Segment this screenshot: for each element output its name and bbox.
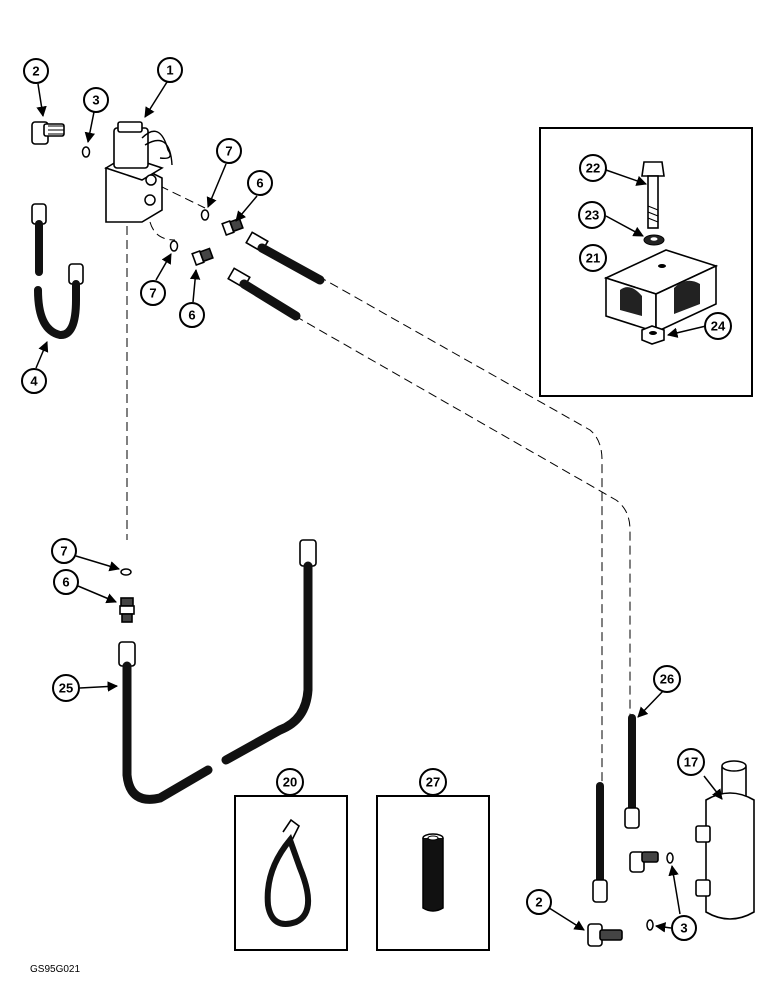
callout-26: 26 [653, 665, 681, 693]
callout-label: 27 [426, 775, 440, 790]
callout-6-valve-a: 6 [247, 170, 273, 196]
callout-7-lower: 7 [51, 538, 77, 564]
callout-label: 21 [586, 251, 600, 266]
callout-label: 7 [149, 286, 156, 301]
callout-25: 25 [52, 674, 80, 702]
callout-label: 2 [32, 64, 39, 79]
valve-hoses [227, 231, 325, 321]
elbow-fitting-right-part [629, 851, 659, 873]
inset-box-strap [234, 795, 348, 951]
callout-22: 22 [579, 154, 607, 182]
o-rings [81, 146, 674, 931]
callout-label: 3 [680, 921, 687, 936]
sleeve-part [422, 833, 444, 912]
assembly-guide-lines [126, 185, 631, 888]
callout-4: 4 [21, 368, 47, 394]
callout-2-top: 2 [23, 58, 49, 84]
elbow-fitting-bottom-part [587, 923, 623, 947]
callout-label: 20 [283, 775, 297, 790]
callout-7-valve-b: 7 [140, 280, 166, 306]
callout-label: 1 [166, 63, 173, 78]
hydraulic-cylinder-part [695, 760, 755, 920]
callout-label: 6 [62, 575, 69, 590]
hose-assembly-4-part [31, 203, 84, 339]
callout-27: 27 [419, 768, 447, 796]
inset-box-clamp-assembly [539, 127, 753, 397]
callout-label: 4 [30, 374, 38, 389]
callout-label: 6 [188, 308, 195, 323]
callout-21: 21 [579, 244, 607, 272]
long-hose-25-part [118, 539, 317, 804]
callout-6-lower: 6 [53, 569, 79, 595]
callout-7-valve-a: 7 [216, 138, 242, 164]
callout-6-valve-b: 6 [179, 302, 205, 328]
callout-label: 3 [92, 93, 99, 108]
washer-part [643, 234, 665, 246]
callout-label: 7 [225, 144, 232, 159]
hose-strap-part [264, 818, 312, 927]
rigid-tube-26-part [624, 714, 640, 829]
callout-3-top: 3 [83, 87, 109, 113]
callout-2-bottom: 2 [526, 889, 552, 915]
callout-label: 23 [585, 208, 599, 223]
elbow-fitting-top-part [31, 121, 65, 145]
leader-lines [35, 81, 723, 933]
callout-label: 6 [256, 176, 263, 191]
callout-23: 23 [578, 201, 606, 229]
callout-20: 20 [276, 768, 304, 796]
solenoid-valve-part [104, 121, 173, 223]
callout-1: 1 [157, 57, 183, 83]
callout-label: 17 [684, 755, 698, 770]
callout-label: 7 [60, 544, 67, 559]
callout-label: 2 [535, 895, 542, 910]
clamp-block-part [603, 249, 719, 334]
callout-label: 25 [59, 681, 73, 696]
callout-label: 22 [586, 161, 600, 176]
callout-24: 24 [704, 312, 732, 340]
callout-label: 26 [660, 672, 674, 687]
callout-label: 24 [711, 319, 726, 334]
bolt-part [641, 161, 665, 229]
callout-3-bottom: 3 [671, 915, 697, 941]
rigid-tube-left-part [592, 782, 608, 903]
callout-17: 17 [677, 748, 705, 776]
nut-part [641, 325, 665, 345]
connector-fittings [119, 217, 244, 623]
figure-code: GS95G021 [30, 964, 81, 975]
